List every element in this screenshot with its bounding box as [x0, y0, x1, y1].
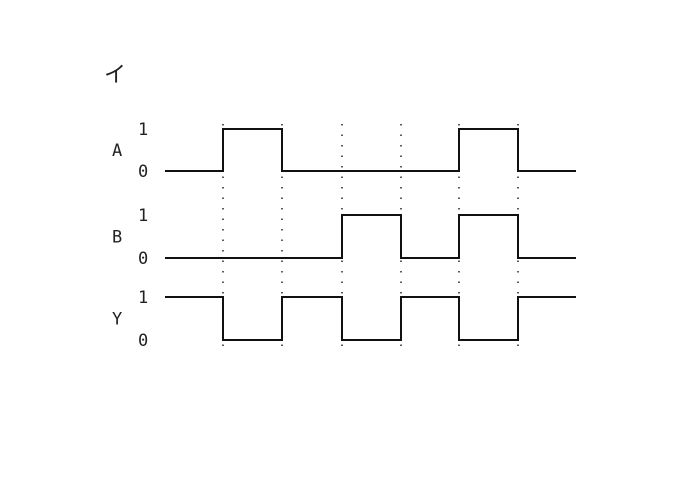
- signal-row-b: B1 0: [112, 206, 576, 269]
- waveform-a: [165, 128, 576, 172]
- figure-title: イ: [104, 63, 126, 88]
- level-high-label: 1: [138, 288, 148, 308]
- waveform-b: [165, 214, 576, 259]
- signal-name: Y: [112, 310, 122, 330]
- level-low-label: 0: [138, 249, 148, 269]
- waveform-y: [165, 296, 576, 341]
- level-high-label: 1: [138, 206, 148, 226]
- signal-row-y: Y1 0: [112, 288, 576, 351]
- level-low-label: 0: [138, 331, 148, 351]
- level-low-label: 0: [138, 162, 148, 182]
- signal-name: A: [112, 141, 122, 161]
- signal-row-a: A1 0: [112, 120, 576, 182]
- time-guides: [222, 124, 519, 346]
- signal-name: B: [112, 228, 122, 248]
- level-high-label: 1: [138, 120, 148, 140]
